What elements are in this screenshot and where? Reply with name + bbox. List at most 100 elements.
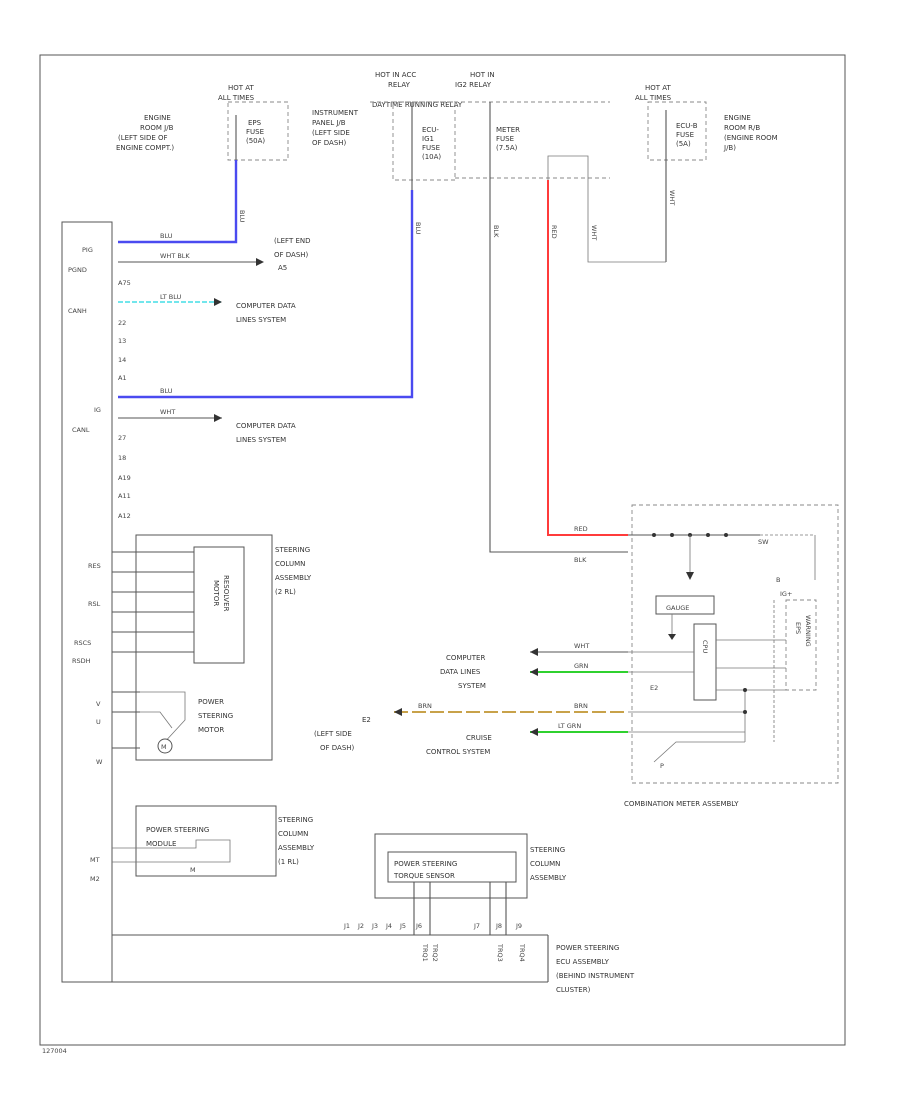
comp-grn-code: GRN: [574, 662, 589, 670]
res-pin-res: RES: [88, 562, 101, 570]
resolver-wires: [112, 551, 194, 653]
er-right-1: ENGINE: [724, 114, 751, 122]
e2-ground-3: OF DASH): [320, 744, 355, 752]
bpin-3: J3: [371, 922, 378, 930]
combo-meter-label: COMBINATION METER ASSEMBLY: [624, 800, 739, 808]
sc2-4: (2 RL): [275, 588, 296, 596]
meter-fuse-2: FUSE: [496, 135, 514, 143]
ps-motor-1: POWER: [198, 698, 224, 706]
ground-a-2: OF DASH): [274, 251, 309, 259]
ig-wire: [118, 190, 414, 399]
comp-data-2-l1: COMPUTER DATA: [236, 422, 296, 430]
trq-2: TRQ2: [431, 943, 439, 962]
canl-wire-code: WHT: [160, 408, 175, 416]
ecu-pin-ig: IG: [94, 406, 101, 414]
figure-id: 127004: [42, 1047, 67, 1055]
sc2-1: STEERING: [275, 546, 310, 554]
comp-data-1-l1: COMPUTER DATA: [236, 302, 296, 310]
er-left-1: ENGINE: [144, 114, 171, 122]
motor-m: M: [161, 743, 167, 751]
ipjb-3: (LEFT SIDE: [312, 129, 350, 137]
meter-red-code: RED: [550, 225, 558, 239]
meter-red-label: RED: [574, 525, 588, 533]
er-left-4: ENGINE COMPT.): [116, 144, 174, 152]
hot-sub-eps: ALL TIMES: [218, 94, 255, 102]
bpin-5: J5: [399, 922, 406, 930]
motor-resolver-1: MOTOR: [212, 580, 220, 606]
mt-pin-1: MT: [90, 856, 100, 864]
bpin-7: J7: [473, 922, 480, 930]
meter-eps: EPS: [794, 622, 802, 634]
trq-4: TRQ4: [518, 943, 526, 962]
ps-ecu-body: [61, 221, 113, 983]
torque-2: TORQUE SENSOR: [393, 872, 455, 880]
ecu-name-3: (BEHIND INSTRUMENT: [556, 972, 635, 980]
sc2-2: COLUMN: [275, 560, 305, 568]
pig-wire-code: BLU: [238, 210, 246, 223]
ps-motor-2: STEERING: [198, 712, 233, 720]
ipjb-4: OF DASH): [312, 139, 347, 147]
cruise-1: CRUISE: [466, 734, 492, 742]
ig-wire-code: BLU: [414, 222, 422, 235]
ecub-fuse-1: ECU-B: [676, 122, 698, 130]
meter-warn: WARNING: [804, 615, 812, 647]
steering-col-1-box: [135, 805, 277, 877]
meter-p: P: [660, 762, 664, 770]
torque-sensor-box: [387, 851, 517, 883]
res-pin-rscs: RSCS: [74, 639, 91, 647]
comp-data-1-l2: LINES SYSTEM: [236, 316, 286, 324]
meter-blk-wire: [489, 190, 628, 553]
motor-pin-u: U: [96, 718, 101, 726]
ecu-pin-27: 27: [118, 434, 126, 442]
ps-module-1: POWER STEERING: [146, 826, 209, 834]
ecuig-fuse-4: (10A): [422, 153, 441, 161]
eps-fuse-word: FUSE: [246, 128, 264, 136]
canh-wire-code: LT BLU: [160, 293, 182, 301]
pig-wire: [118, 160, 238, 244]
ground-a-3: A5: [278, 264, 287, 272]
mt-pin-2: M2: [90, 875, 100, 883]
ecu-pin-18: 18: [118, 454, 126, 462]
meter-internal: [628, 533, 817, 763]
trq-1: TRQ1: [421, 943, 429, 962]
sc3-1: STEERING: [530, 846, 565, 854]
ecu-name-4: CLUSTER): [556, 986, 591, 994]
meter-sw: SW: [758, 538, 769, 546]
ipjb-1: INSTRUMENT: [312, 109, 359, 117]
ecu-name-1: POWER STEERING: [556, 944, 619, 952]
trq-3: TRQ3: [496, 943, 504, 962]
diagram-frame: [39, 54, 846, 1046]
comp-data-3-3: SYSTEM: [458, 682, 486, 690]
bottom-pin-row: J1 J2 J3 J4 J5 J6 J7 J8 J9: [343, 922, 522, 930]
e2-ground-arrow: [394, 708, 402, 716]
ig-wire-code2: BLU: [160, 387, 173, 395]
er-right-2: ROOM R/B: [724, 124, 760, 132]
ecuig-fuse-2: IG1: [422, 135, 434, 143]
eps-fuse-amp: (50A): [246, 137, 265, 145]
combination-meter-box: [631, 504, 839, 784]
ecuig-fuse-3: FUSE: [422, 144, 440, 152]
meter-blk-code: BLK: [492, 225, 500, 238]
meter-fuse-3: (7.5A): [496, 144, 518, 152]
e2-ground-2: (LEFT SIDE: [314, 730, 352, 738]
sc3-3: ASSEMBLY: [530, 874, 567, 882]
ecu-pin-pgnd: PGND: [68, 266, 87, 274]
steering-col-3-box: [374, 833, 528, 899]
ps-motor-3: MOTOR: [198, 726, 224, 734]
ecub-fuse-2: FUSE: [676, 131, 694, 139]
ecuig-fuse-1: ECU-: [422, 126, 439, 134]
cruise-2: CONTROL SYSTEM: [426, 748, 490, 756]
sc1-1: STEERING: [278, 816, 313, 824]
torque-1: POWER STEERING: [394, 860, 457, 868]
hot-label-ecuig: HOT IN ACC: [375, 71, 416, 79]
motor-resolver-box: [193, 546, 245, 664]
sc2-3: ASSEMBLY: [275, 574, 312, 582]
er-left-2: ROOM J/B: [140, 124, 174, 132]
cruise-arrow: [530, 728, 538, 736]
bpin-1: J1: [343, 922, 350, 930]
pig-wire-code2: BLU: [160, 232, 173, 240]
ground-a-1: (LEFT END: [274, 237, 311, 245]
bpin-6: J6: [415, 922, 422, 930]
motor-pin-v: V: [96, 700, 101, 708]
